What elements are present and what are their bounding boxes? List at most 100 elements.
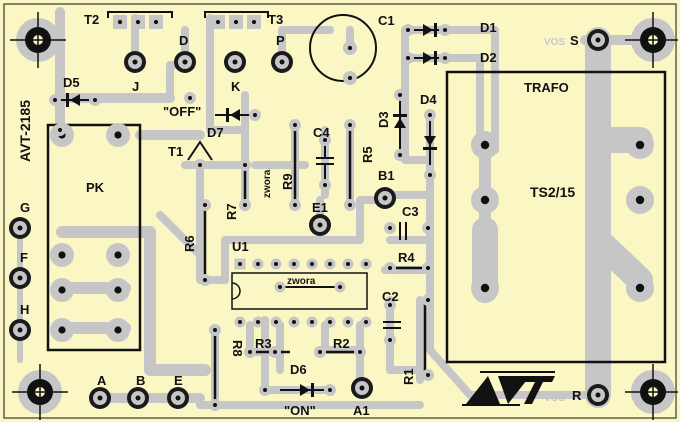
- component-pad: [244, 346, 256, 358]
- t2-pin-pad: [131, 15, 145, 29]
- u1-ic-outline: [231, 272, 368, 310]
- relay-pad: [106, 123, 130, 147]
- mounting-hole-bottom-right: [625, 364, 678, 420]
- component-pad: [249, 109, 261, 121]
- label-k: K: [231, 79, 241, 94]
- u1-pin-pad: [324, 316, 336, 328]
- t3-pin-pad: [247, 15, 261, 29]
- trafo-pad: [471, 186, 499, 214]
- trafo-pad: [626, 274, 654, 302]
- component-pad: [439, 24, 451, 36]
- u1-pin-pad: [234, 316, 246, 328]
- component-pad: [384, 262, 396, 274]
- label-j: J: [132, 79, 139, 94]
- label-r5: R5: [360, 146, 375, 163]
- label-r4: R4: [398, 250, 415, 265]
- component-pad: [209, 324, 221, 336]
- u1-pin-pad: [306, 316, 318, 328]
- component-pad: [239, 159, 251, 171]
- label-c3: C3: [402, 204, 419, 219]
- label-f: F: [20, 250, 28, 265]
- label-d7: D7: [207, 125, 224, 140]
- label-a1: A1: [353, 403, 370, 418]
- label-a: A: [97, 373, 107, 388]
- terminal-j: [124, 51, 146, 73]
- c1-pad: [343, 71, 357, 85]
- label-u1: U1: [232, 239, 249, 254]
- terminal-b1: [374, 187, 396, 209]
- trafo-pad: [626, 131, 654, 159]
- component-pad: [394, 149, 406, 161]
- t3-pin-pad: [211, 15, 225, 29]
- u1-pin-pad: [252, 258, 264, 270]
- label-r2: R2: [333, 336, 350, 351]
- terminal-e: [167, 387, 189, 409]
- component-pad: [199, 199, 211, 211]
- terminal-e1: [309, 214, 331, 236]
- label-d: D: [179, 33, 188, 48]
- t3-pin-pad: [229, 15, 243, 29]
- component-pad: [439, 52, 451, 64]
- terminal-d: [174, 51, 196, 73]
- component-pad: [269, 346, 281, 358]
- component-pad: [354, 346, 366, 358]
- zwora-pad: [334, 281, 346, 293]
- terminal-g: [9, 217, 31, 239]
- relay-pad: [106, 318, 130, 342]
- u1-pin-pad: [252, 316, 264, 328]
- label-t2: T2: [84, 12, 99, 27]
- label-off: "OFF": [163, 104, 201, 119]
- label-r8: R8: [230, 340, 245, 357]
- terminal-h: [9, 319, 31, 341]
- label-pk: PK: [86, 180, 105, 195]
- component-pad: [289, 119, 301, 131]
- label-d2: D2: [480, 50, 497, 65]
- label-vos-2: VOS: [544, 393, 565, 404]
- component-pad: [239, 199, 251, 211]
- u1-pin-pad: [288, 258, 300, 270]
- label-s: S: [570, 33, 579, 48]
- label-r9: R9: [280, 173, 295, 190]
- label-b1: B1: [378, 168, 395, 183]
- label-c2: C2: [382, 289, 399, 304]
- label-r1: R1: [401, 368, 416, 385]
- component-pad: [184, 92, 196, 104]
- label-p: P: [276, 33, 285, 48]
- component-pad: [324, 384, 336, 396]
- component-pad: [89, 94, 101, 106]
- trafo-pad: [471, 274, 499, 302]
- component-pad: [402, 24, 414, 36]
- label-zwora-1: zwora: [262, 169, 273, 198]
- pk-relay-outline: [46, 123, 142, 352]
- component-pad: [384, 334, 396, 346]
- label-trafo: TRAFO: [524, 80, 569, 95]
- component-pad: [49, 94, 61, 106]
- component-pad: [54, 124, 66, 136]
- label-vos-1: VOS: [544, 37, 565, 48]
- zwora-pad: [274, 281, 286, 293]
- component-pad: [319, 134, 331, 146]
- mounting-hole-top-right: [625, 12, 678, 68]
- terminal-s: [587, 29, 609, 51]
- u1-pin-pad: [288, 316, 300, 328]
- trafo-pad: [626, 186, 654, 214]
- relay-pad: [106, 243, 130, 267]
- component-pad: [424, 169, 436, 181]
- label-d1: D1: [480, 20, 497, 35]
- u1-pin-pad: [234, 258, 246, 270]
- label-d5: D5: [63, 75, 80, 90]
- mounting-hole-top-left: [10, 12, 66, 68]
- label-r: R: [572, 388, 582, 403]
- u1-pin-pad: [306, 258, 318, 270]
- label-r3: R3: [255, 336, 272, 351]
- avt-logo: [462, 371, 555, 406]
- component-pad: [422, 222, 434, 234]
- t2-pin-pad: [113, 15, 127, 29]
- terminal-b: [127, 387, 149, 409]
- label-ts: TS2/15: [530, 184, 575, 200]
- label-r6: R6: [182, 235, 197, 252]
- component-pad: [424, 109, 436, 121]
- component-pad: [422, 369, 434, 381]
- u1-pin-pad: [270, 258, 282, 270]
